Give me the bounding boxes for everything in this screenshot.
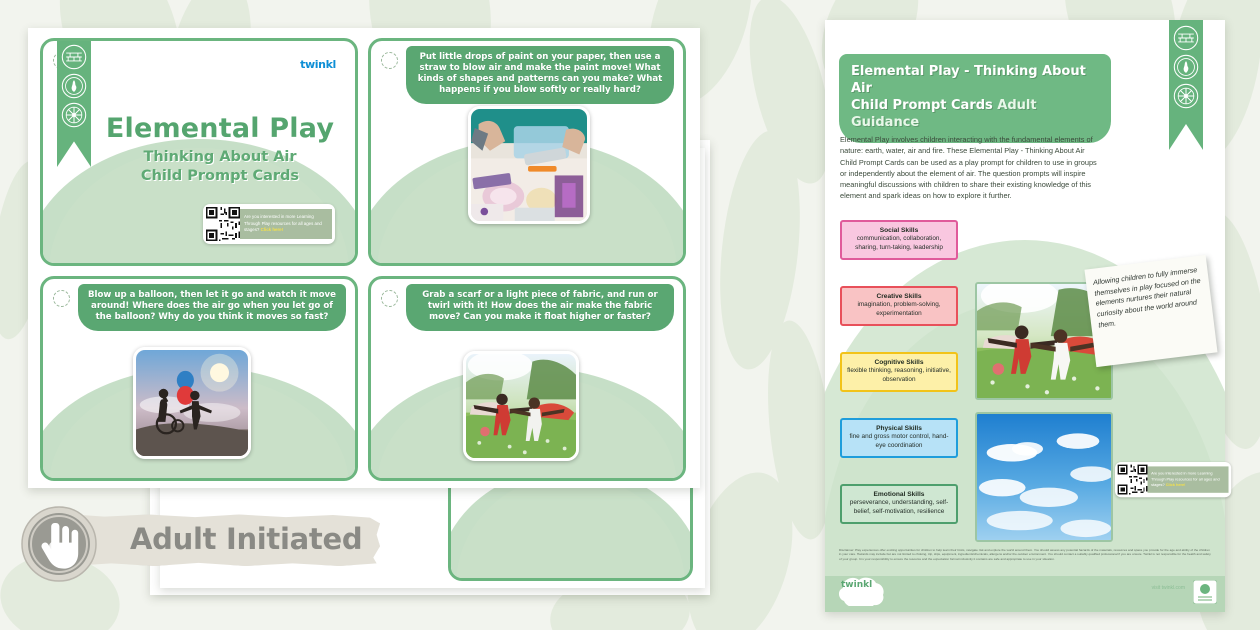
- prompt-card-paint-blow-text: Put little drops of paint on your paper,…: [406, 46, 674, 104]
- skill-box-social: Social Skills communication, collaborati…: [840, 220, 958, 260]
- guidance-disclaimer: Disclaimer: Play experiences offer excit…: [839, 548, 1211, 561]
- guidance-play-badges-ribbon: [1169, 20, 1203, 150]
- photo-blow-painting: [468, 106, 590, 224]
- skill-box-physical-body: fine and gross motor control, hand-eye c…: [849, 433, 949, 449]
- card-corner-dot: [381, 52, 398, 69]
- deep-play-badge: [61, 44, 87, 70]
- skill-box-cognitive-title: Cognitive Skills: [874, 359, 924, 366]
- cover-title-block: Elemental Play Thinking About Air Child …: [95, 113, 345, 184]
- skill-box-cognitive: Cognitive Skills flexible thinking, reas…: [840, 352, 958, 392]
- twinkl-logo[interactable]: twinkl: [291, 43, 345, 85]
- skill-box-emotional: Emotional Skills perseverance, understan…: [840, 484, 958, 524]
- skill-box-creative-body: imagination, problem-solving, experiment…: [857, 301, 941, 317]
- guidance-header-line-1: Elemental Play - Thinking About Air: [851, 64, 1086, 97]
- skill-box-emotional-body: perseverance, understanding, self-belief…: [849, 499, 949, 515]
- guidance-qr-text: Are you interested in more Learning Thro…: [1147, 466, 1229, 493]
- prompt-cards-sheet-front: twinkl Elemental Play Thinking About Air…: [28, 28, 700, 488]
- skill-box-physical: Physical Skills fine and gross motor con…: [840, 418, 958, 458]
- adult-initiated-label: Adult Initiated: [130, 522, 363, 556]
- guidance-qr-message: Are you interested in more Learning Thro…: [1151, 470, 1220, 487]
- footer-twinkl-wordmark[interactable]: twinkl: [841, 580, 873, 590]
- photo-balloons-sunset: [133, 347, 251, 459]
- sticky-note-text: Allowing children to fully immerse thems…: [1092, 266, 1201, 330]
- cover-subtitle-1: Thinking About Air: [143, 149, 297, 165]
- qr-code-icon[interactable]: [1117, 464, 1148, 495]
- skill-box-creative-title: Creative Skills: [876, 293, 922, 300]
- skill-box-emotional-title: Emotional Skills: [873, 491, 925, 498]
- cover-card[interactable]: twinkl Elemental Play Thinking About Air…: [40, 38, 358, 266]
- cover-qr-message: Are you interested in more Learning Thro…: [244, 214, 322, 233]
- twinkl-wordmark: twinkl: [300, 57, 336, 71]
- guidance-header: Elemental Play - Thinking About Air Chil…: [839, 54, 1111, 143]
- page-title: Elemental Play: [105, 113, 335, 144]
- guidance-photo-sky-clouds: [975, 412, 1113, 542]
- adult-initiated-banner: [44, 514, 380, 566]
- prompt-card-balloon-text: Blow up a balloon, then let it go and wa…: [78, 284, 346, 331]
- cover-qr-text: Are you interested in more Learning Thro…: [240, 209, 332, 239]
- qr-code-icon[interactable]: [206, 207, 240, 241]
- creative-play-badge: [61, 73, 87, 99]
- sticky-note: Allowing children to fully immerse thems…: [1084, 254, 1218, 368]
- guidance-header-line-2-highlight: Adult Guidance: [851, 98, 1037, 131]
- cover-qr-cta[interactable]: Click here!: [260, 227, 284, 233]
- card-corner-dot: [53, 290, 70, 307]
- exploratory-play-badge: [61, 102, 87, 128]
- prompt-card-scarf[interactable]: Grab a scarf or a light piece of fabric,…: [368, 276, 686, 481]
- guidance-qr-cta[interactable]: Click here!: [1165, 482, 1186, 487]
- cover-subtitle-2: Child Prompt Cards: [140, 168, 300, 184]
- footer-visit-link[interactable]: visit twinkl.com: [1151, 585, 1185, 591]
- footer-twinkl-blob: [839, 577, 884, 606]
- prompt-card-paint-blow[interactable]: Put little drops of paint on your paper,…: [368, 38, 686, 266]
- guidance-qr-callout[interactable]: Are you interested in more Learning Thro…: [1115, 462, 1232, 498]
- guidance-header-line-2-plain: Child Prompt Cards: [851, 98, 998, 114]
- guidance-footer: twinkl visit twinkl.com: [825, 576, 1225, 610]
- skill-box-creative: Creative Skills imagination, problem-sol…: [840, 286, 958, 326]
- skill-box-cognitive-body: flexible thinking, reasoning, initiative…: [847, 367, 951, 383]
- adult-initiated-badge: Adult Initiated: [10, 505, 382, 582]
- guidance-header-line-2: Child Prompt Cards Adult Guidance: [851, 97, 1099, 131]
- footer-badge-icon: [1193, 580, 1217, 604]
- exploratory-play-badge: [1173, 83, 1199, 109]
- skill-box-physical-title: Physical Skills: [876, 425, 922, 432]
- hand-icon: [21, 506, 97, 582]
- adult-guidance-sheet: Elemental Play - Thinking About Air Chil…: [825, 20, 1232, 612]
- skill-box-social-body: communication, collaboration, sharing, t…: [855, 235, 943, 251]
- photo-running-with-fabric: [463, 351, 579, 461]
- play-badges-ribbon: [57, 41, 91, 167]
- card-corner-dot: [381, 290, 398, 307]
- deep-play-badge: [1173, 25, 1199, 51]
- creative-play-badge: [1173, 54, 1199, 80]
- prompt-card-balloon[interactable]: Blow up a balloon, then let it go and wa…: [40, 276, 358, 481]
- cover-qr-callout[interactable]: Are you interested in more Learning Thro…: [203, 204, 335, 244]
- prompt-card-scarf-text: Grab a scarf or a light piece of fabric,…: [406, 284, 674, 331]
- guidance-intro-text: Elemental Play involves children interac…: [840, 135, 1097, 201]
- skill-box-social-title: Social Skills: [879, 227, 919, 234]
